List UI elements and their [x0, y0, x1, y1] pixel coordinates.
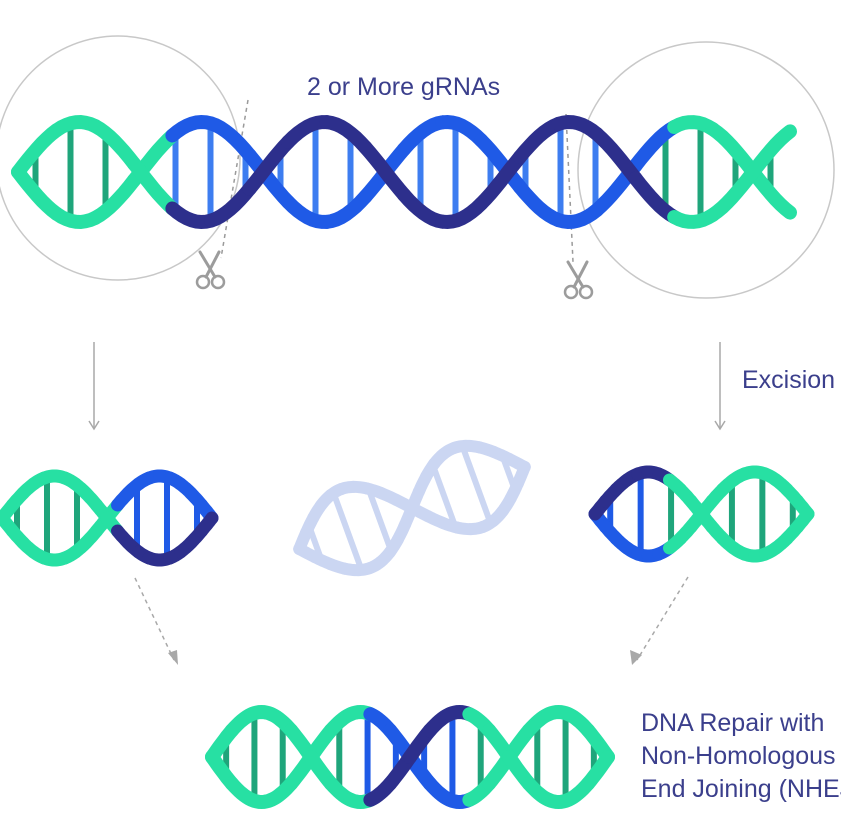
base-pair	[330, 491, 365, 571]
repair-label-line-2: Non-Homologous	[641, 742, 836, 770]
dna-strand	[126, 156, 180, 216]
dna-strand	[790, 507, 815, 534]
dna-strand	[705, 167, 759, 222]
base-pair	[365, 487, 394, 552]
repair-label-line-3: End Joining (NHEJ)	[641, 775, 841, 803]
dna-strand	[195, 511, 219, 538]
dna-helix-repaired	[205, 704, 615, 810]
dna-strand	[204, 116, 257, 163]
dna-strand	[628, 120, 682, 173]
dna-excised-fragment	[293, 439, 531, 577]
dna-strand	[242, 148, 296, 210]
dna-strand	[551, 202, 604, 230]
right-cut-line	[565, 113, 574, 263]
right-highlight-circle	[577, 41, 835, 299]
dna-strand	[435, 196, 489, 230]
dna-strand	[744, 124, 797, 182]
dna-strand	[590, 127, 643, 186]
excision-label: Excision	[742, 366, 836, 394]
dna-strand	[319, 189, 373, 229]
repair-label: DNA Repair with Non-Homologous End Joini…	[641, 707, 841, 806]
left-down-arrow	[88, 342, 100, 431]
dna-strand	[628, 171, 682, 224]
grnas-label: 2 or More gRNAs	[307, 73, 501, 101]
dna-helix-top	[11, 114, 797, 230]
dna-strand	[705, 122, 759, 177]
dna-strand	[551, 114, 604, 142]
dna-strand	[667, 115, 720, 137]
repair-label-line-1: DNA Repair with	[641, 709, 825, 737]
scissors-icon	[195, 250, 226, 290]
dna-fragment-left	[0, 469, 219, 567]
dna-strand	[474, 150, 527, 211]
dna-fragment-right	[588, 465, 815, 563]
dna-strand	[88, 119, 141, 171]
dna-strand	[88, 173, 141, 225]
dna-strand	[319, 115, 373, 155]
dna-strand	[474, 133, 527, 194]
dna-strand	[512, 179, 566, 228]
left-highlight-circle	[0, 35, 241, 281]
left-dashed-arrow	[134, 577, 178, 665]
dna-strand	[667, 207, 720, 229]
dna-strand	[744, 162, 797, 220]
scissors-icon	[563, 260, 594, 300]
dna-strand	[358, 140, 411, 202]
right-dashed-arrow	[630, 576, 689, 665]
dna-strand	[511, 460, 531, 490]
right-down-arrow	[714, 342, 726, 431]
dna-strand	[435, 114, 489, 148]
left-cut-line	[220, 99, 249, 259]
dna-strand	[242, 134, 296, 196]
base-pair	[430, 464, 459, 529]
dna-strand	[512, 116, 566, 165]
dna-strand	[581, 750, 615, 791]
base-pair	[459, 445, 494, 525]
dna-strand	[11, 123, 64, 179]
dna-strand	[11, 165, 64, 221]
dna-strand	[204, 181, 257, 228]
